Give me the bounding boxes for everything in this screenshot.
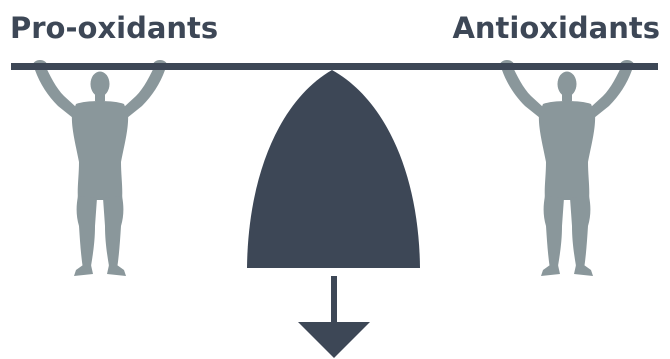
balance-bar [11,63,658,70]
arrow-shaft [331,276,337,326]
left-figure-icon [33,60,167,276]
right-figure-icon [500,60,634,276]
fulcrum-shape [247,70,420,268]
down-arrow-icon [298,322,370,358]
